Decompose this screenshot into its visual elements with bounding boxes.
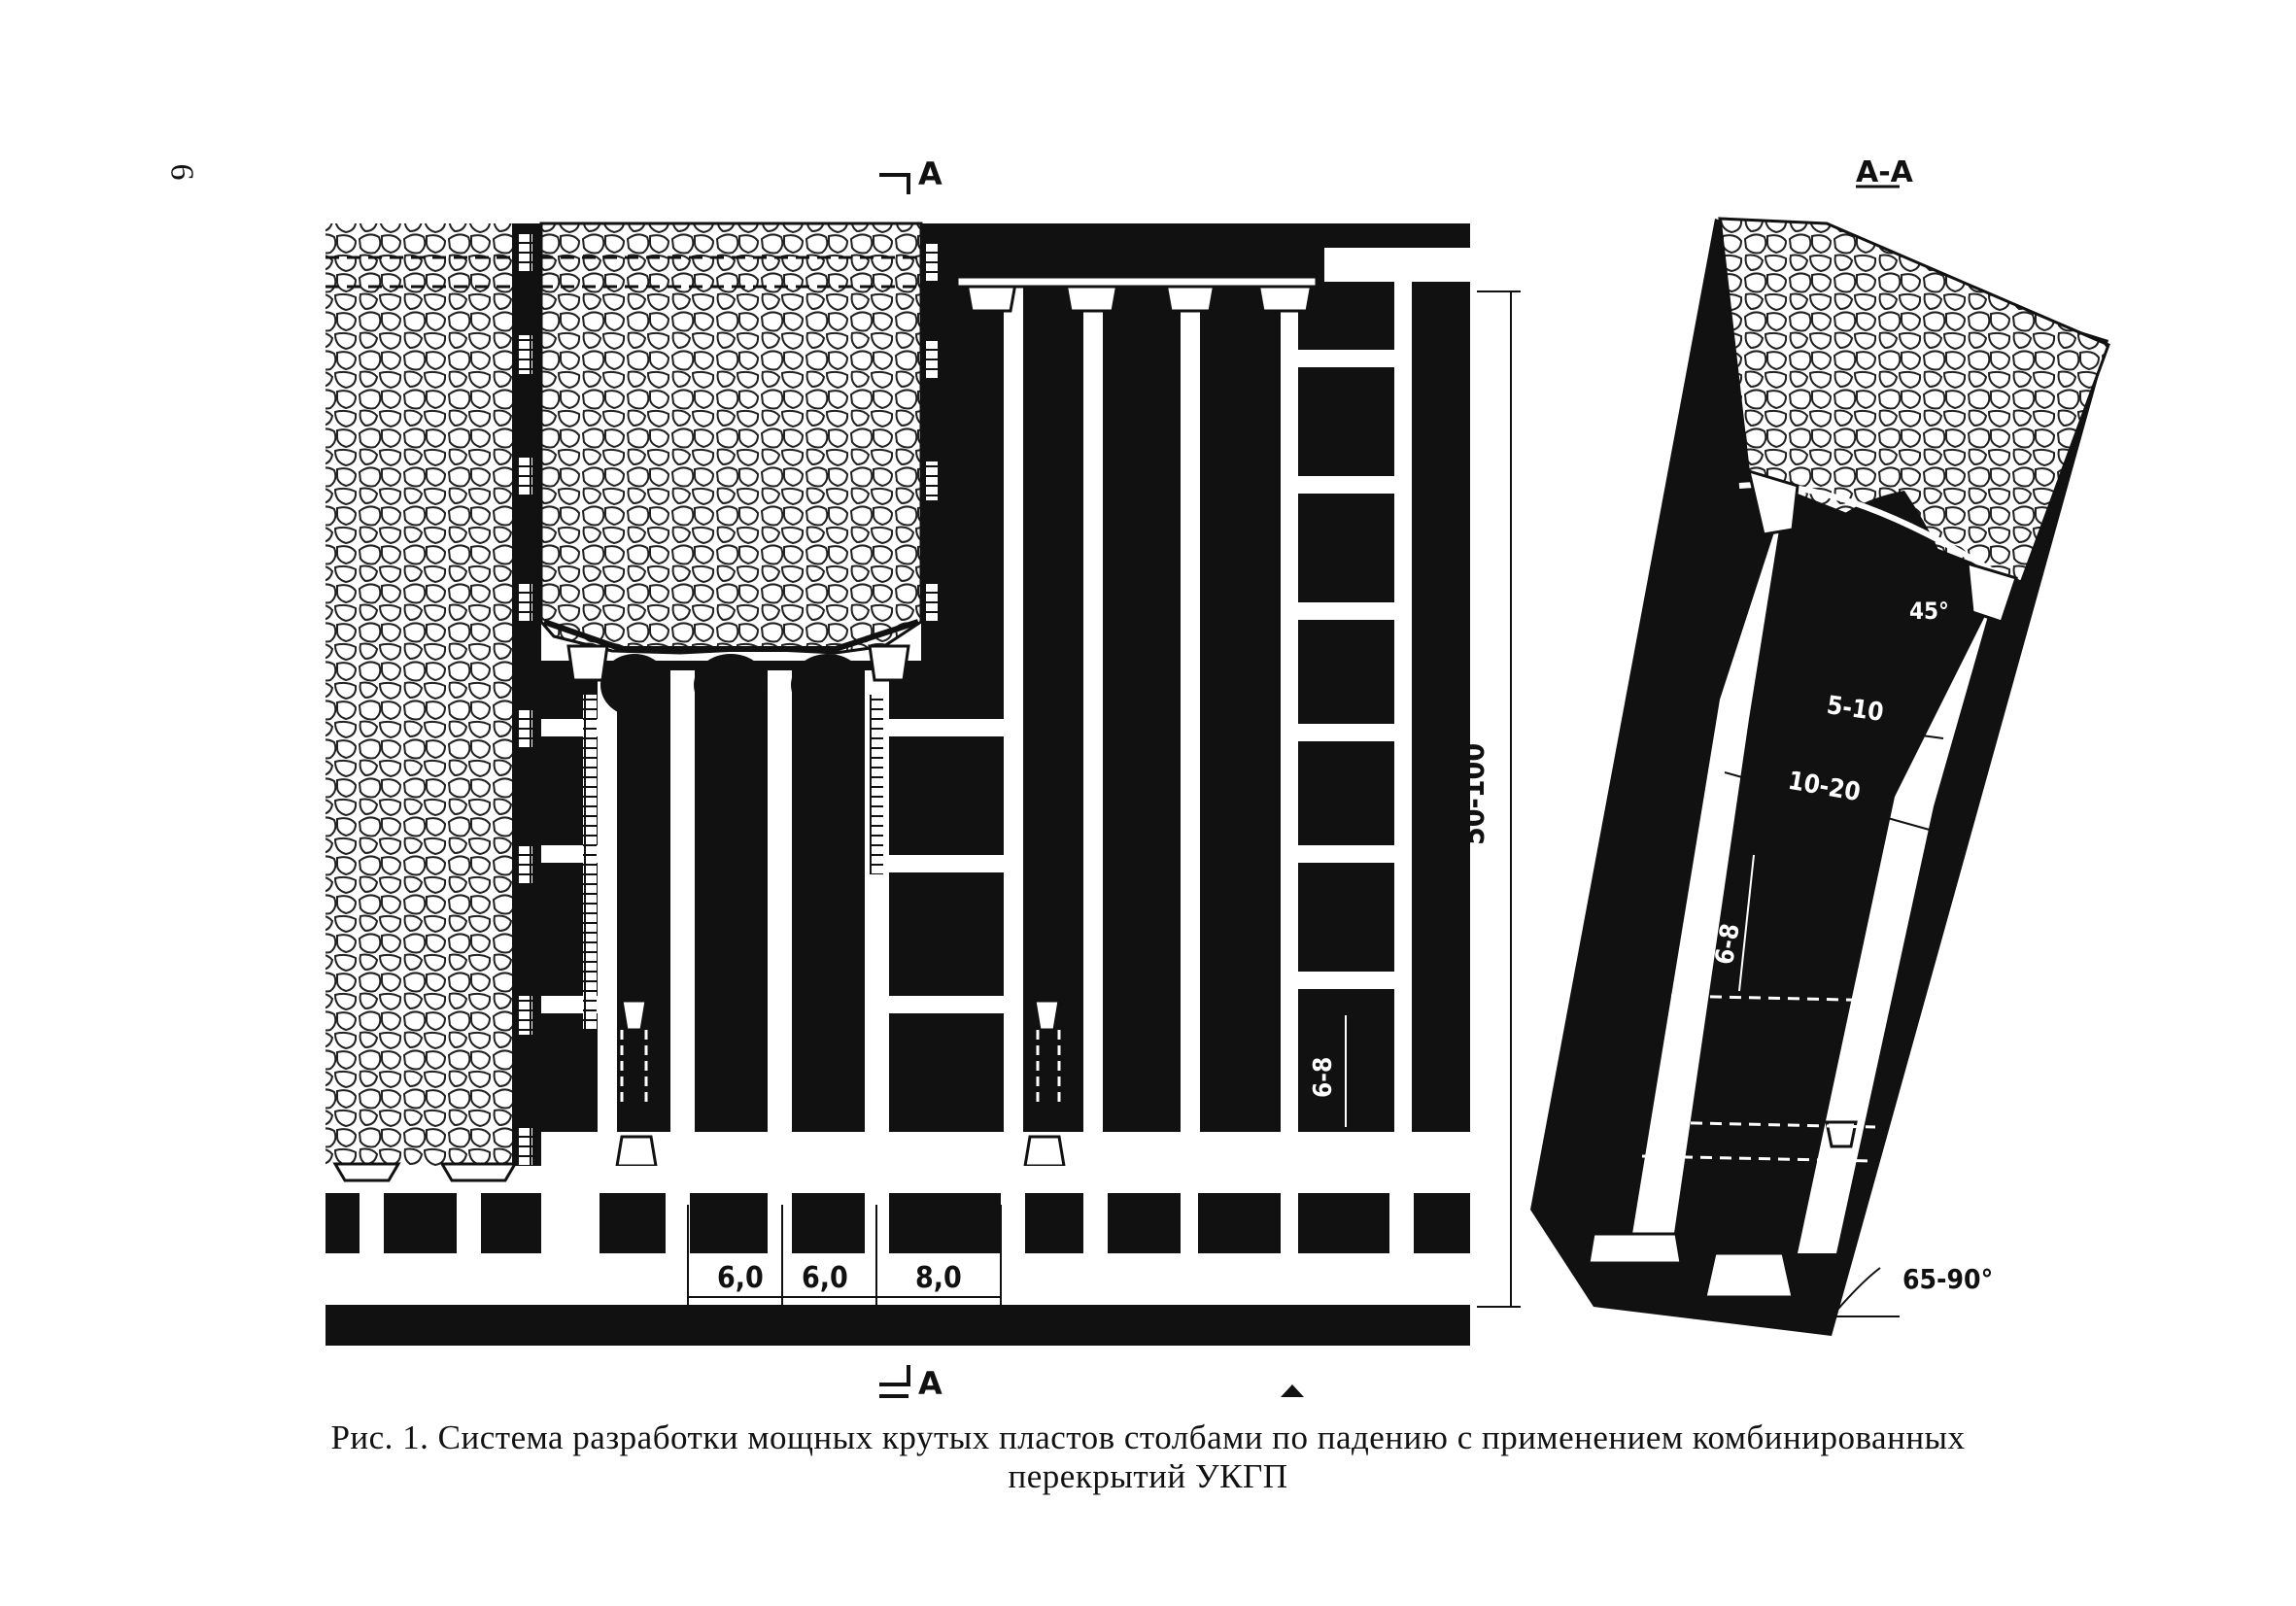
ladder-left (583, 695, 597, 1030)
dim-pillar: 6-8 (1309, 1056, 1338, 1098)
ladder-right (870, 695, 883, 874)
dim-angle-45: 45° (1909, 598, 1949, 625)
section-marker-top: A (918, 155, 942, 192)
dim-width-b: 6,0 (802, 1261, 848, 1295)
section-marker-bottom: A (918, 1365, 942, 1402)
figure-caption: Рис. 1. Система разработки мощных крутых… (0, 1418, 2296, 1496)
cross-section-view (1530, 185, 2110, 1336)
dim-width-a: 6,0 (717, 1261, 764, 1295)
caved-roof (921, 223, 1324, 282)
drifts (598, 282, 1412, 1253)
dim-height: 50-100 (1457, 742, 1491, 845)
section-title: A-A (1856, 155, 1913, 189)
left-goaf-rubble (326, 223, 515, 1171)
caption-line-2: перекрытий УКГП (1008, 1457, 1288, 1495)
caption-line-1: Рис. 1. Система разработки мощных крутых… (330, 1418, 1966, 1456)
coal-seam-body (945, 282, 1470, 1253)
roof-canopies (955, 275, 1319, 313)
dim-width-c: 8,0 (915, 1261, 962, 1295)
bottom-layer (326, 1305, 1470, 1346)
longitudinal-view (326, 173, 1521, 1398)
dim-angle-65-90: 65-90° (1902, 1263, 1994, 1295)
